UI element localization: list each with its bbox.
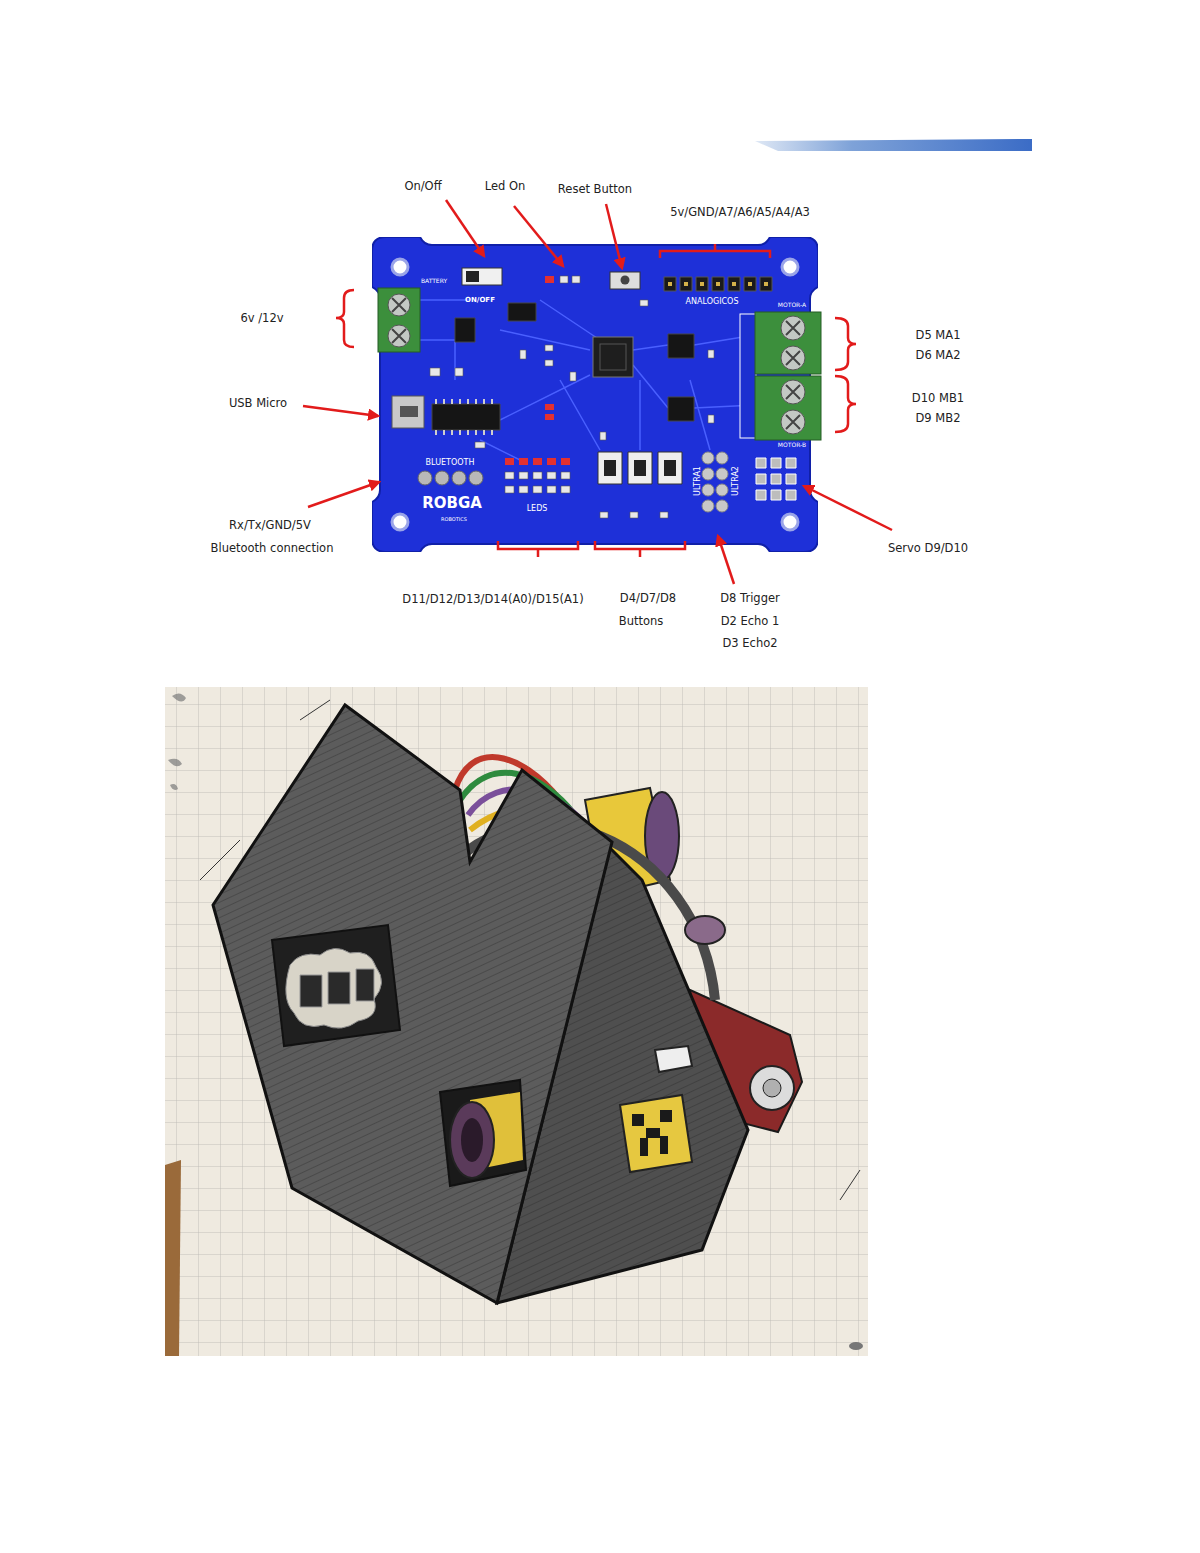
connector bbox=[655, 1046, 692, 1072]
sensor-lens-inner bbox=[461, 1118, 483, 1162]
robot-sketch bbox=[165, 687, 868, 1356]
silkscreen-text: MOTOR-A bbox=[778, 302, 806, 308]
callout-label: Reset Button bbox=[558, 183, 632, 196]
servo-horn bbox=[685, 916, 725, 944]
header-pin bbox=[702, 468, 714, 480]
header-pin bbox=[716, 500, 728, 512]
header-pin bbox=[716, 468, 728, 480]
silkscreen-text: ULTRA2 bbox=[732, 466, 740, 496]
smudge bbox=[168, 693, 186, 789]
callout-label: D8 Trigger bbox=[720, 592, 780, 605]
callout-label: D10 MB1 bbox=[912, 392, 964, 405]
bracket bbox=[336, 290, 354, 347]
mounting-hole bbox=[782, 514, 798, 530]
terminal-outline bbox=[740, 314, 756, 438]
creeper-face bbox=[632, 1110, 672, 1156]
reset-cap bbox=[621, 276, 630, 285]
front-plate bbox=[213, 705, 612, 1303]
callout-label: 6v /12v bbox=[240, 312, 283, 325]
bluetooth-pin bbox=[418, 471, 432, 485]
bluetooth-pin bbox=[435, 471, 449, 485]
ic-pin bbox=[436, 399, 492, 435]
terminal-block bbox=[378, 288, 420, 352]
callout-label: Servo D9/D10 bbox=[888, 542, 968, 555]
creeper-logo bbox=[620, 1095, 692, 1172]
callout-label: D2 Echo 1 bbox=[721, 615, 780, 628]
usb-connector bbox=[392, 396, 424, 428]
header-pin bbox=[716, 484, 728, 496]
silkscreen-text: ANALOGICOS bbox=[686, 298, 739, 306]
silkscreen-text: BATTERY bbox=[421, 278, 447, 284]
header-pin bbox=[716, 452, 728, 464]
usb-port bbox=[400, 406, 418, 417]
leader-arrow bbox=[308, 482, 379, 507]
sensor-lens bbox=[450, 1102, 494, 1178]
silkscreen-text: LEDS bbox=[527, 505, 548, 513]
wheel bbox=[750, 1066, 794, 1110]
callout-label: Led On bbox=[485, 180, 526, 193]
header-pin bbox=[702, 500, 714, 512]
glue-patch bbox=[286, 948, 382, 1028]
callout-label: USB Micro bbox=[229, 397, 287, 410]
display-window bbox=[272, 925, 400, 1046]
header-pin bbox=[702, 452, 714, 464]
reset-button bbox=[610, 272, 640, 289]
header-bar bbox=[755, 139, 1032, 151]
push-button bbox=[598, 452, 682, 484]
bluetooth-pin bbox=[452, 471, 466, 485]
leader-arrow bbox=[303, 406, 378, 416]
sketch-stroke bbox=[200, 700, 860, 1200]
header-pin bbox=[668, 282, 768, 286]
mounting-hole bbox=[392, 259, 408, 275]
callout-label: 5v/GND/A7/A6/A5/A4/A3 bbox=[670, 206, 810, 219]
mounting-hole bbox=[782, 259, 798, 275]
silkscreen-text: MOTOR-B bbox=[778, 442, 806, 448]
bluetooth-pin bbox=[469, 471, 483, 485]
front-hatching bbox=[213, 705, 612, 1303]
silkscreen-text: ON/OFF bbox=[465, 297, 495, 304]
callout-label: D9 MB2 bbox=[916, 412, 961, 425]
analog-header bbox=[664, 277, 772, 291]
servo-header bbox=[756, 458, 796, 500]
sensor-window bbox=[440, 1080, 526, 1186]
callout-label: Bluetooth connection bbox=[211, 542, 334, 555]
callout-label: D5 MA1 bbox=[916, 329, 961, 342]
bracket bbox=[835, 318, 856, 370]
silkscreen-text: ULTRA1 bbox=[694, 466, 702, 496]
terminal-block bbox=[755, 312, 821, 374]
callout-label: Buttons bbox=[619, 615, 664, 628]
header-pin bbox=[702, 484, 714, 496]
button-cap bbox=[604, 460, 676, 476]
silkscreen-text: ROBGA bbox=[422, 496, 482, 511]
paper bbox=[165, 687, 868, 1356]
callout-label: D6 MA2 bbox=[916, 349, 961, 362]
power-switch bbox=[462, 268, 502, 285]
paper-grid bbox=[165, 687, 868, 1356]
bracket bbox=[835, 376, 856, 432]
silkscreen-text: ROBOTICS bbox=[441, 517, 467, 522]
callout-label: Rx/Tx/GND/5V bbox=[229, 519, 311, 532]
silkscreen-text: BLUETOOTH bbox=[426, 459, 475, 467]
callout-label: D11/D12/D13/D14(A0)/D15(A1) bbox=[402, 593, 583, 606]
callout-label: On/Off bbox=[404, 180, 441, 193]
screw-slot bbox=[392, 298, 406, 343]
wheel-hub bbox=[763, 1079, 781, 1097]
display-digit bbox=[300, 969, 374, 1007]
callout-label: D4/D7/D8 bbox=[620, 592, 676, 605]
power-led bbox=[545, 276, 554, 283]
switch-knob bbox=[466, 271, 479, 282]
screw bbox=[849, 1342, 863, 1350]
microcontroller bbox=[593, 337, 633, 377]
callout-label: D3 Echo2 bbox=[722, 637, 777, 650]
microcontroller-mark bbox=[600, 344, 626, 370]
callouts bbox=[303, 200, 892, 584]
mounting-hole bbox=[392, 514, 408, 530]
wood-edge bbox=[165, 1160, 181, 1356]
board-shape bbox=[372, 237, 818, 552]
